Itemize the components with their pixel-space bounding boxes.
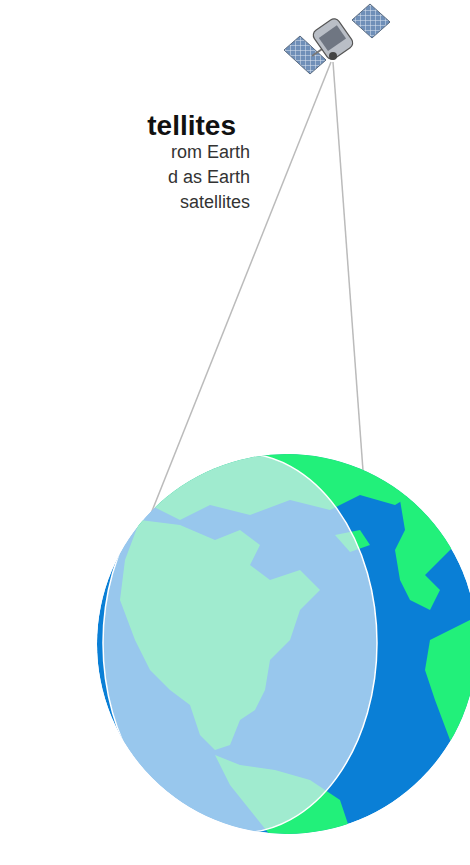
satellite-icon	[284, 4, 390, 74]
coverage-ellipse	[103, 453, 377, 833]
earth-globe	[97, 452, 470, 850]
body-text-line: d as Earth	[168, 165, 250, 190]
body-text-line: rom Earth	[171, 140, 250, 165]
body-text-line: satellites	[180, 190, 250, 215]
slide-title: tellites	[147, 110, 236, 142]
